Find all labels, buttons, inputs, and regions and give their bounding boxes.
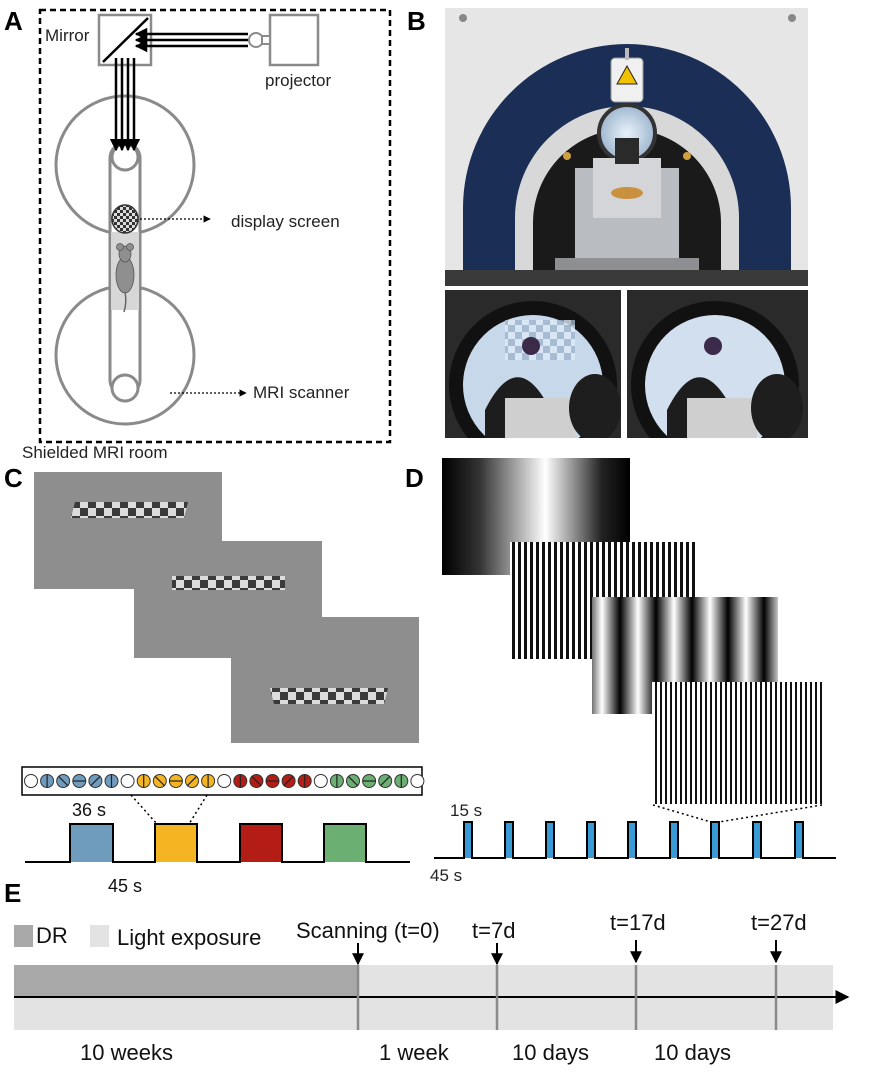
stimulus-pulse (587, 822, 595, 858)
block-design-c (21, 766, 425, 863)
sequence-circle (410, 774, 425, 788)
block-design-d (434, 804, 836, 859)
dr-period-bar (14, 965, 358, 997)
scanner-photo-inset-left (445, 290, 621, 438)
sequence-orientation-line (380, 775, 391, 787)
shielded-room-label: Shielded MRI room (22, 443, 168, 462)
sequence-orientation-line (154, 775, 165, 787)
scanning-label: Scanning (t=0) (296, 918, 440, 943)
stimulus-pulse (711, 822, 719, 858)
block-bars (70, 824, 366, 862)
timeline (14, 940, 850, 1030)
period-dr-label: 10 weeks (80, 1040, 173, 1065)
period-3-label: 10 days (654, 1040, 732, 1065)
panel-letter-b: B (407, 6, 426, 36)
t27-label: t=27d (751, 910, 807, 935)
scanner-photo-inset-right (627, 290, 808, 438)
stimulus-pulse (505, 822, 513, 858)
stimulus-pulse (753, 822, 761, 858)
rest-duration-d: 45 s (430, 866, 463, 885)
period-1-label: 1 week (379, 1040, 449, 1065)
mouse-icon (115, 243, 135, 313)
block-duration-c: 36 s (72, 800, 107, 820)
legend-light-swatch (90, 925, 109, 947)
sequence-orientation-line (186, 775, 198, 787)
sequence-circle (217, 774, 232, 788)
t7-label: t=7d (472, 918, 516, 943)
legend-light-label: Light exposure (117, 925, 262, 950)
stimulus-pulse (546, 822, 554, 858)
display-screen-label: display screen (231, 212, 340, 231)
sequence-orientation-line (347, 775, 359, 787)
sequence-orientation-line (251, 775, 262, 787)
stimulus-block (324, 824, 366, 862)
stimulus-block (155, 824, 197, 862)
stimulus-pulse (670, 822, 678, 858)
sequence-orientation-line (90, 775, 101, 787)
period-2-label: 10 days (512, 1040, 590, 1065)
projector-box (268, 13, 320, 67)
sequence-circle (313, 774, 328, 788)
shielded-room-border (38, 8, 392, 444)
sequence-circle (24, 774, 38, 788)
mri-scanner-label: MRI scanner (253, 383, 350, 402)
stimulus-sequence-circles (24, 774, 425, 788)
panel-letter-a: A (4, 6, 23, 36)
panel-letter-c: C (4, 463, 23, 493)
setup-schematic (38, 8, 392, 444)
scanner-photo-main (445, 8, 808, 286)
panel-letter-e: E (4, 878, 22, 908)
t17-label: t=17d (610, 910, 666, 935)
sequence-orientation-line (283, 775, 294, 787)
projector-label: projector (265, 71, 332, 90)
stimulus-block (240, 824, 282, 862)
checkerboard-stimuli (34, 472, 419, 743)
stim-duration-d: 15 s (450, 801, 483, 820)
panel-letter-d: D (405, 463, 424, 493)
stimulus-block (70, 824, 112, 862)
stimulus-pulse-train (434, 821, 836, 859)
legend-dr-swatch (14, 925, 33, 947)
grating-stimuli (442, 458, 823, 804)
stimulus-pulse (795, 822, 803, 858)
stimulus-pulse (628, 822, 636, 858)
display-screen-shape (111, 204, 139, 234)
sequence-circle (120, 774, 135, 788)
rest-duration-c: 45 s (108, 876, 143, 896)
pulse-train-line (434, 821, 836, 859)
sequence-orientation-line (58, 775, 69, 787)
stimulus-pulse (464, 822, 472, 858)
mirror-label: Mirror (45, 26, 90, 45)
legend-dr-label: DR (36, 923, 68, 948)
